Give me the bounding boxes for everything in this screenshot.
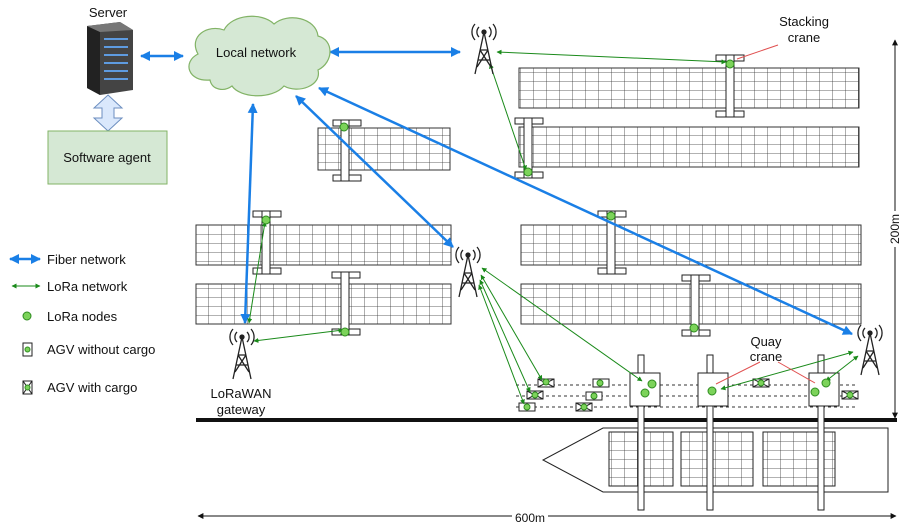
quay-crane-label-line1: Quay	[750, 334, 782, 349]
lora-node	[531, 391, 539, 399]
height-dimension-label: 200m	[888, 214, 902, 244]
radio-tower-icon	[471, 23, 497, 75]
gateway-label-line1: LoRaWAN	[211, 386, 272, 401]
width-dimension-label: 600m	[515, 511, 545, 525]
legend-nodes-label: LoRa nodes	[47, 309, 118, 324]
legend-agv-cargo-swatch	[22, 380, 33, 395]
stacking-crane-label-line2: crane	[788, 30, 821, 45]
radio-tower-icon	[229, 328, 255, 380]
software-agent-label: Software agent	[63, 150, 151, 165]
agvs	[518, 378, 859, 412]
lora-node	[725, 59, 735, 69]
legend-node-swatch	[22, 311, 32, 321]
lora-node	[523, 167, 533, 177]
quay-crane-label-line2: crane	[750, 349, 783, 364]
radio-tower-icon	[455, 246, 481, 298]
lora-node	[606, 211, 616, 221]
stacking-crane-label-line1: Stacking	[779, 14, 829, 29]
software-agent-box	[47, 130, 168, 185]
lora-node	[590, 392, 598, 400]
legend-fiber-label: Fiber network	[47, 252, 126, 267]
local-network-cloud	[188, 15, 331, 97]
radio-tower-icon	[857, 324, 883, 376]
container-yards	[195, 67, 862, 325]
lora-nodes	[261, 59, 854, 411]
lora-node	[596, 379, 604, 387]
server-agent-arrow	[92, 94, 124, 132]
legend-agv-empty-swatch	[22, 342, 33, 357]
lora-node	[340, 327, 350, 337]
lora-node	[689, 323, 699, 333]
server-rack-icon	[87, 22, 133, 95]
height-label-bg	[888, 211, 902, 247]
lora-node	[523, 403, 531, 411]
legend-lora-label: LoRa network	[47, 279, 128, 294]
agv-lanes	[516, 384, 858, 408]
lora-node	[339, 122, 349, 132]
local-network-label: Local network	[216, 45, 297, 60]
container-ship-icon	[541, 427, 889, 493]
label-pointers	[715, 44, 816, 385]
lora-node	[580, 403, 588, 411]
lora-node	[261, 215, 271, 225]
fiber-links	[140, 47, 853, 336]
lora-node	[707, 386, 717, 396]
lora-node	[821, 378, 831, 388]
lora-node	[542, 378, 550, 386]
server-label: Server	[89, 5, 128, 20]
width-label-bg	[512, 512, 548, 524]
gateway-label-line2: gateway	[217, 402, 266, 417]
lora-node	[846, 391, 854, 399]
lora-node	[640, 388, 650, 398]
legend-agv-empty-label: AGV without cargo	[47, 342, 155, 357]
lora-node	[757, 379, 765, 387]
legend-agv-cargo-label: AGV with cargo	[47, 380, 137, 395]
lora-node	[810, 387, 820, 397]
legend: Fiber network LoRa network LoRa nodes AG…	[9, 252, 155, 395]
lora-node	[647, 379, 657, 389]
lora-links	[247, 49, 859, 405]
